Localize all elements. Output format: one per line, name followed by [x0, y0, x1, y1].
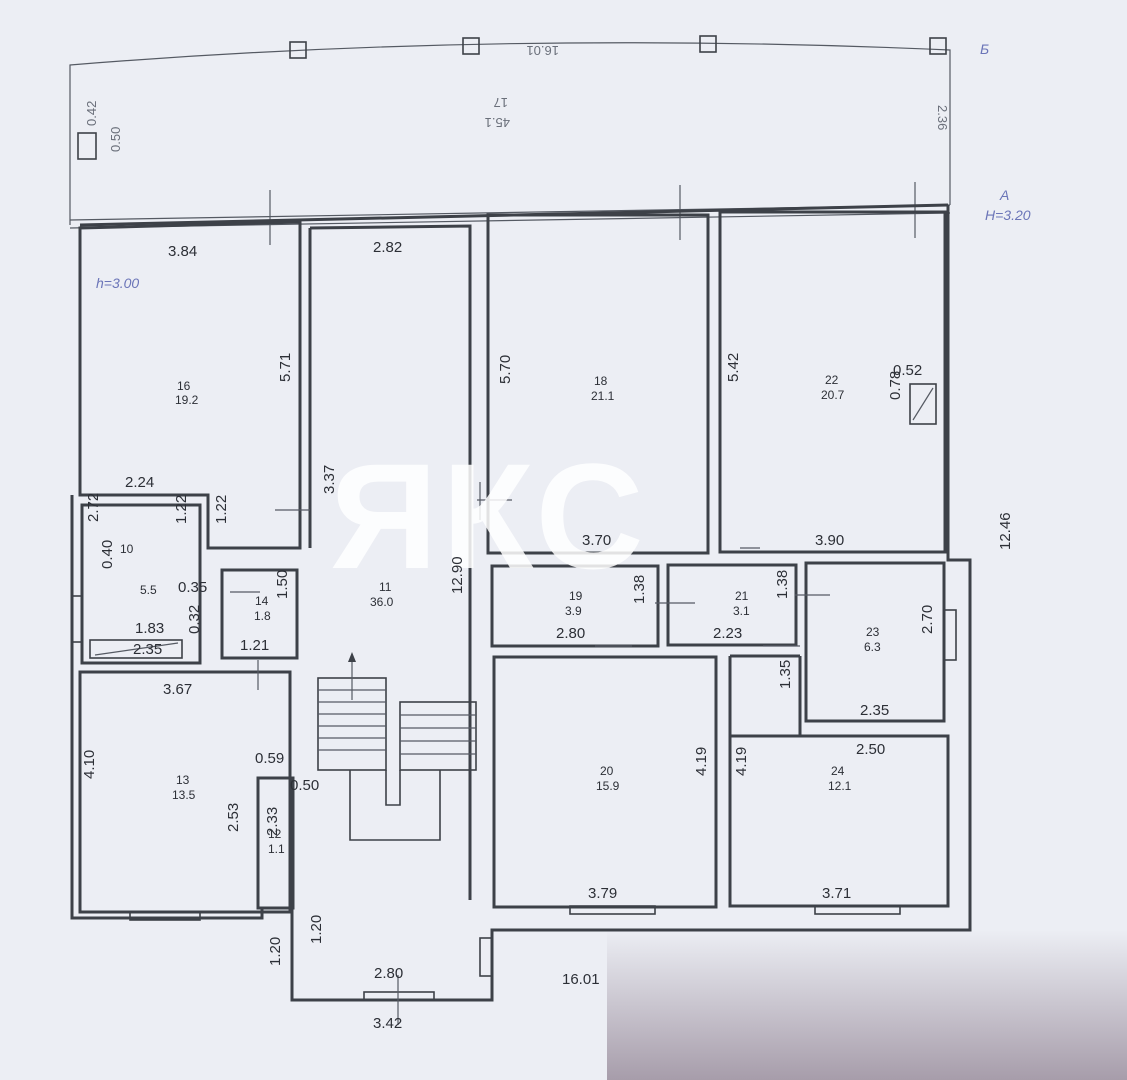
- dim-223: 2.23: [713, 625, 742, 642]
- dim-120b: 1.20: [308, 915, 325, 944]
- dim-078: 0.78: [887, 371, 904, 400]
- dim-280b: 2.80: [374, 965, 403, 982]
- dimension-labels: 3.84 2.82 5.71 5.70 5.42 0.52 0.78 2.24 …: [81, 239, 1014, 1032]
- dim-337: 3.37: [321, 465, 338, 494]
- dim-138b: 1.38: [774, 570, 791, 599]
- dim-384: 3.84: [168, 243, 197, 260]
- room-21-id: 21: [735, 589, 749, 603]
- dim-1290: 12.90: [449, 556, 466, 594]
- dim-410: 4.10: [81, 750, 98, 779]
- room-23-area: 6.3: [864, 640, 881, 654]
- room-19-area: 3.9: [565, 604, 582, 618]
- left-vert-label: 0.50: [108, 127, 123, 152]
- room-22-area: 20.7: [821, 388, 845, 402]
- room-16-area: 19.2: [175, 393, 199, 407]
- dim-270: 2.70: [919, 605, 936, 634]
- dim-035: 0.35: [178, 579, 207, 596]
- dim-390: 3.90: [815, 532, 844, 549]
- dim-379: 3.79: [588, 885, 617, 902]
- room-10-id: 10: [120, 542, 134, 556]
- room-12-area: 1.1: [268, 842, 285, 856]
- room-14-id: 14: [255, 594, 269, 608]
- photo-shadow: [607, 930, 1127, 1080]
- room-21-area: 3.1: [733, 604, 750, 618]
- dim-250: 2.50: [856, 741, 885, 758]
- watermark: ЯКС: [330, 432, 648, 600]
- dim-233: 2.33: [264, 807, 281, 836]
- dim-040: 0.40: [99, 540, 116, 569]
- level-mark: H=3.20: [985, 207, 1031, 223]
- room-labels: 16 19.2 11 36.0 18 21.1 22 20.7 10 5.5 1…: [120, 373, 881, 856]
- room-10-area: 5.5: [140, 583, 157, 597]
- room-18-id: 18: [594, 374, 608, 388]
- room-13-area: 13.5: [172, 788, 196, 802]
- balcony-area-label: 45.1: [485, 115, 510, 130]
- window-marks: [71, 482, 957, 1025]
- dim-121: 1.21: [240, 637, 269, 654]
- dim-183: 1.83: [135, 620, 164, 637]
- ceiling-height-label: h=3.00: [96, 275, 139, 291]
- top-length-label: 16.01: [526, 43, 559, 58]
- dim-272: 2.72: [85, 493, 102, 522]
- dim-122a: 1.22: [213, 495, 230, 524]
- room-12-id: 12: [268, 827, 282, 841]
- dim-280a: 2.80: [556, 625, 585, 642]
- room-19-id: 19: [569, 589, 583, 603]
- dim-367: 3.67: [163, 681, 192, 698]
- dim-371: 3.71: [822, 885, 851, 902]
- dim-150: 1.50: [274, 570, 291, 599]
- room-walls: [78, 210, 950, 914]
- room-13-id: 13: [176, 773, 190, 787]
- room-23-id: 23: [866, 625, 880, 639]
- dim-122b: 1.22: [173, 495, 190, 524]
- dim-235v: 2.35: [133, 641, 162, 658]
- dim-342: 3.42: [373, 1015, 402, 1032]
- dim-419a: 4.19: [693, 747, 710, 776]
- room-11-id: 11: [379, 580, 392, 594]
- dim-032: 0.32: [186, 605, 203, 634]
- dim-570: 5.70: [497, 355, 514, 384]
- dim-253: 2.53: [225, 803, 242, 832]
- dim-050: 0.50: [290, 777, 319, 794]
- dim-542: 5.42: [725, 353, 742, 382]
- dim-370: 3.70: [582, 532, 611, 549]
- room-14-area: 1.8: [254, 609, 271, 623]
- staircase: [317, 652, 477, 841]
- dim-1246: 12.46: [997, 512, 1014, 550]
- dim-282: 2.82: [373, 239, 402, 256]
- dim-235h: 2.35: [860, 702, 889, 719]
- room-11-area: 36.0: [370, 595, 394, 609]
- room-20-area: 15.9: [596, 779, 620, 793]
- room-24-area: 12.1: [828, 779, 852, 793]
- left-small-label: 0.42: [84, 101, 99, 126]
- dim-135: 1.35: [777, 660, 794, 689]
- axis-mark-b: Б: [980, 41, 989, 57]
- balcony-id-label: 17: [494, 95, 508, 110]
- dim-059: 0.59: [255, 750, 284, 767]
- header-labels: 16.01 17 45.1 2.36 0.50 0.42 Б А H=3.20 …: [84, 41, 1031, 291]
- dim-224: 2.24: [125, 474, 154, 491]
- dim-138a: 1.38: [631, 575, 648, 604]
- room-22-id: 22: [825, 373, 839, 387]
- dim-419b: 4.19: [733, 747, 750, 776]
- room-16-id: 16: [177, 379, 191, 393]
- dim-1601: 16.01: [562, 971, 600, 988]
- room-18-area: 21.1: [591, 389, 615, 403]
- axis-mark-a: А: [999, 187, 1009, 203]
- room-24-id: 24: [831, 764, 845, 778]
- balcony-side-label: 2.36: [935, 105, 950, 130]
- dim-571: 5.71: [277, 353, 294, 382]
- dim-120a: 1.20: [267, 937, 284, 966]
- room-20-id: 20: [600, 764, 614, 778]
- dim-052: 0.52: [893, 362, 922, 379]
